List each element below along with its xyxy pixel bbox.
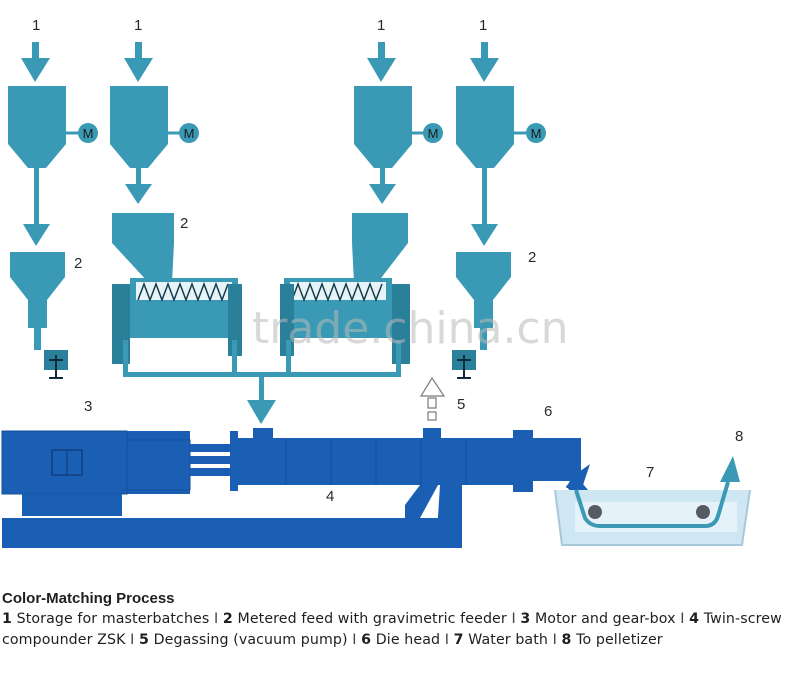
caption-item-num: 2 (222, 611, 233, 627)
motor-label: M (531, 126, 542, 141)
svg-text:8: 8 (735, 428, 743, 445)
water-bath (554, 456, 751, 546)
feed-manifold (123, 340, 401, 424)
to-pelletizer-arrow (720, 456, 740, 482)
caption-item-num: 4 (689, 611, 700, 627)
caption-item-text: To pelletizer (576, 632, 663, 648)
motor-icon (423, 123, 443, 143)
svg-text:2: 2 (528, 249, 536, 266)
svg-text:2: 2 (74, 255, 82, 272)
gravimetric-feeder-right (452, 252, 511, 379)
caption-separator: I (680, 611, 685, 627)
caption-title: Color-Matching Process (2, 590, 175, 607)
caption-item-text: Storage for masterbatches (16, 611, 210, 627)
caption-separator: I (444, 632, 450, 648)
motor-and-gearbox (1, 430, 238, 516)
svg-text:1: 1 (479, 17, 487, 34)
motor-icon (526, 123, 546, 143)
caption-item-text: Motor and gear-box (534, 611, 676, 627)
motor-icon (78, 123, 98, 143)
svg-text:7: 7 (646, 464, 654, 481)
svg-text:1: 1 (377, 17, 385, 34)
storage-hopper (110, 86, 168, 144)
storage-unit-2: M (110, 42, 199, 168)
caption-item-text: Metered feed with gravimetric feeder (237, 611, 507, 627)
svg-text:4: 4 (326, 488, 334, 505)
caption-item-text: Water bath (468, 632, 548, 648)
caption-item-text: Die head (375, 632, 441, 648)
svg-text:1: 1 (134, 17, 142, 34)
gravimetric-feeder-left (10, 252, 68, 379)
storage-unit-3: M (354, 42, 443, 168)
inlet-arrow (21, 58, 50, 82)
die-head (533, 438, 581, 481)
svg-text:2: 2 (180, 215, 188, 232)
storage-hopper (456, 86, 514, 144)
watermark-text: trade.china.cn (252, 303, 569, 354)
caption-item-num: 7 (453, 632, 464, 648)
screw-feeder-left (112, 213, 242, 364)
storage-hopper (354, 86, 412, 144)
degassing-outlet (419, 376, 446, 421)
caption-item-text: Degassing (vacuum pump) (153, 632, 348, 648)
caption-item-num: 8 (561, 632, 572, 648)
caption-item-num: 5 (139, 632, 150, 648)
caption: Color-Matching Process 1 Storage for mas… (2, 590, 798, 651)
twin-screw-compounder (2, 428, 590, 548)
screw-feeder-right (280, 213, 410, 364)
component-number-labels: 1 1 1 1 2 2 2 3 4 5 6 7 8 (32, 17, 743, 505)
svg-text:6: 6 (544, 403, 552, 420)
caption-separator: I (213, 611, 219, 627)
caption-separator: I (511, 611, 516, 627)
svg-text:5: 5 (457, 396, 465, 413)
color-matching-process-diagram: M M M M (1, 17, 751, 548)
caption-item-num: 6 (361, 632, 372, 648)
die-head-flange (513, 430, 533, 492)
caption-text: 1 Storage for masterbatches I 2 Metered … (2, 609, 798, 651)
caption-item-text: Twin-screw compounder ZSK (2, 611, 782, 648)
storage-hopper (8, 86, 66, 144)
caption-item-num: 1 (2, 611, 12, 627)
caption-separator: I (130, 632, 135, 648)
flow-arrows-to-feeders (23, 168, 498, 246)
storage-unit-4: M (456, 42, 546, 168)
motor-label: M (184, 126, 195, 141)
caption-separator: I (552, 632, 557, 648)
motor-icon (179, 123, 199, 143)
svg-text:1: 1 (32, 17, 40, 34)
caption-item-num: 3 (520, 611, 531, 627)
motor-label: M (428, 126, 439, 141)
motor-label: M (83, 126, 94, 141)
svg-text:3: 3 (84, 398, 92, 415)
storage-unit-1: M (8, 42, 98, 168)
caption-separator: I (352, 632, 357, 648)
